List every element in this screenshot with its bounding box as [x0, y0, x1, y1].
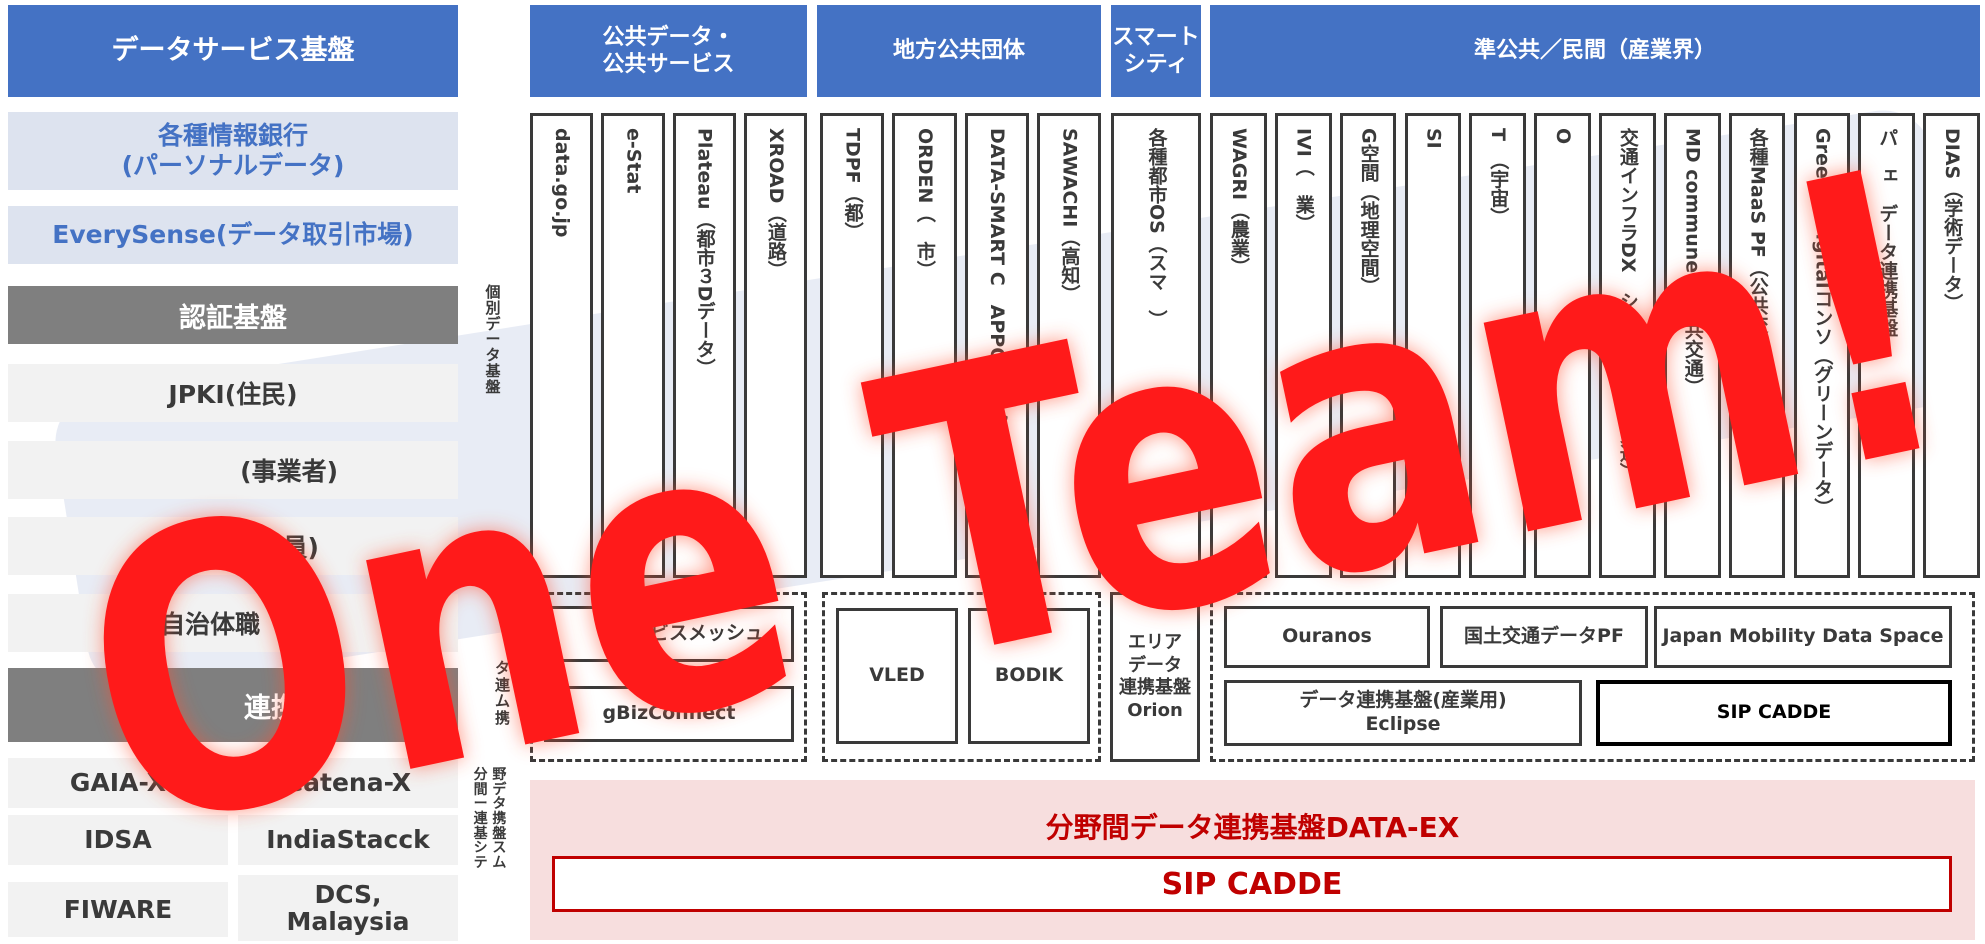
- platform-column-label: DIAS（学術データ）: [1941, 128, 1964, 313]
- platform-column-label: SAWACHI（高知）: [1058, 128, 1081, 304]
- platform-column-label: O: [1552, 128, 1575, 164]
- platform-column-label: 各種MaaS PF（公共交通）: [1746, 128, 1769, 372]
- auth-item-jpki: JPKI(住民): [8, 364, 458, 422]
- linkage-header: 連携: [8, 668, 458, 742]
- intl-indiastack: IndiaStacck: [238, 815, 458, 865]
- side-label-linkage: タ 連 ム 携: [494, 659, 510, 727]
- intl-catena-x: Catena-X: [238, 758, 458, 808]
- intl-fiware: FIWARE: [8, 882, 228, 937]
- platform-column: 各種MaaS PF（公共交通）: [1728, 113, 1786, 578]
- platform-column-label: WAGRI（農業）: [1227, 128, 1250, 277]
- platform-column-label: T （宇宙）: [1487, 128, 1510, 227]
- intl-gaia-x: GAIA-X: [8, 758, 228, 808]
- linkage-box-bodik: BODIK: [968, 608, 1090, 744]
- platform-column-label: 各種都市OS（スマ ）: [1145, 128, 1168, 329]
- platform-column: DATA-SMART C APPORO(札幌市): [964, 113, 1029, 578]
- info-bank-box: 各種情報銀行 (パーソナルデータ): [8, 112, 458, 190]
- platform-column: DIAS（学術データ）: [1923, 113, 1980, 578]
- linkage-box-mesh: ビスメッシュ: [544, 606, 794, 662]
- platform-column-label: MD communet（公共交通）: [1681, 128, 1704, 397]
- platform-column-label: G空間（地理空間）: [1357, 128, 1380, 296]
- category-header-local: 地方公共団体: [817, 5, 1101, 97]
- platform-column-label: DATA-SMART C APPORO(札幌市): [986, 128, 1009, 469]
- linkage-box-jmds: Japan Mobility Data Space: [1654, 606, 1952, 668]
- auth-item-gima: GIMA(官 員): [8, 517, 458, 575]
- platform-column: ORDEN（ 市）: [892, 113, 957, 578]
- platform-column: O: [1534, 113, 1591, 578]
- platform-column-label: data.go.jp: [551, 128, 574, 238]
- category-header-public: 公共データ・ 公共サービス: [530, 5, 807, 97]
- data-service-header: データサービス基盤: [8, 5, 458, 97]
- linkage-group-local: [822, 592, 1101, 762]
- side-label-cross: 分 野 間 デ ー タ 連 携 基 盤 シ ス テ ム: [473, 767, 507, 872]
- platform-column: WAGRI（農業）: [1210, 113, 1267, 578]
- auth-item-business: (事業者): [8, 441, 458, 499]
- linkage-group-public: [530, 592, 807, 762]
- everysense-box: EverySense(データ取引市場): [8, 206, 458, 264]
- platform-column: SI: [1404, 113, 1462, 578]
- auth-header: 認証基盤: [8, 286, 458, 344]
- platform-column: パ ェ データ連携基盤: [1858, 113, 1916, 578]
- platform-column: 各種都市OS（スマ ）: [1111, 113, 1201, 578]
- dataex-title: 分野間データ連携基盤DATA-EX: [1045, 811, 1460, 844]
- side-label-individual: 個 別 デ ー タ 基 盤: [485, 283, 501, 396]
- platform-column: IVI（ 業）: [1274, 113, 1332, 578]
- platform-column: e-Stat: [601, 113, 665, 578]
- dataex-sip-cadde: SIP CADDE: [552, 856, 1952, 912]
- linkage-box-ouranos: Ouranos: [1224, 606, 1430, 668]
- intl-dcs-malaysia: DCS, Malaysia: [238, 875, 458, 941]
- linkage-box-eclipse: データ連携基盤(産業用) Eclipse: [1224, 680, 1582, 746]
- platform-column-label: IVI（ 業）: [1292, 128, 1315, 233]
- platform-column: XROAD（道路）: [743, 113, 807, 578]
- platform-column-label: ORDEN（ 市）: [913, 128, 936, 280]
- platform-column-label: TDPF（都）: [841, 128, 864, 241]
- platform-column: Green x Digitalコンソ（グリーンデータ）: [1793, 113, 1851, 578]
- platform-column-label: パ ェ データ連携基盤: [1876, 128, 1899, 337]
- linkage-box-vled: VLED: [836, 608, 958, 744]
- linkage-box-orion: エリア データ 連携基盤 Orion: [1110, 592, 1200, 762]
- platform-column-label: 交通インフラDX システム（公共交通）: [1616, 128, 1639, 482]
- platform-column-label: SI: [1422, 128, 1445, 168]
- platform-column: 交通インフラDX システム（公共交通）: [1599, 113, 1656, 578]
- linkage-box-mlit-pf: 国土交通データPF: [1440, 606, 1648, 668]
- linkage-box-gbizconnect: gBizConnect: [544, 686, 794, 742]
- platform-column: data.go.jp: [530, 113, 594, 578]
- auth-item-municipal: 自治体職 D: [8, 594, 458, 652]
- category-header-private: 準公共／民間（産業界）: [1210, 5, 1980, 97]
- linkage-box-sip-cadde: SIP CADDE: [1596, 680, 1952, 746]
- platform-column: MD communet（公共交通）: [1663, 113, 1721, 578]
- category-header-smartcity: スマート シティ: [1111, 5, 1201, 97]
- platform-column-label: e-Stat: [622, 128, 645, 194]
- intl-idsa: IDSA: [8, 815, 228, 865]
- platform-column: G空間（地理空間）: [1339, 113, 1397, 578]
- platform-column: T （宇宙）: [1469, 113, 1527, 578]
- platform-column-label: XROAD（道路）: [764, 128, 787, 280]
- platform-column-label: Green x Digitalコンソ（グリーンデータ）: [1811, 128, 1834, 517]
- platform-column: SAWACHI（高知）: [1036, 113, 1101, 578]
- platform-column: Plateau（都市３Dデータ）: [672, 113, 736, 578]
- platform-column-label: Plateau（都市３Dデータ）: [693, 128, 716, 378]
- platform-column: TDPF（都）: [820, 113, 885, 578]
- linkage-group-private: [1210, 592, 1975, 762]
